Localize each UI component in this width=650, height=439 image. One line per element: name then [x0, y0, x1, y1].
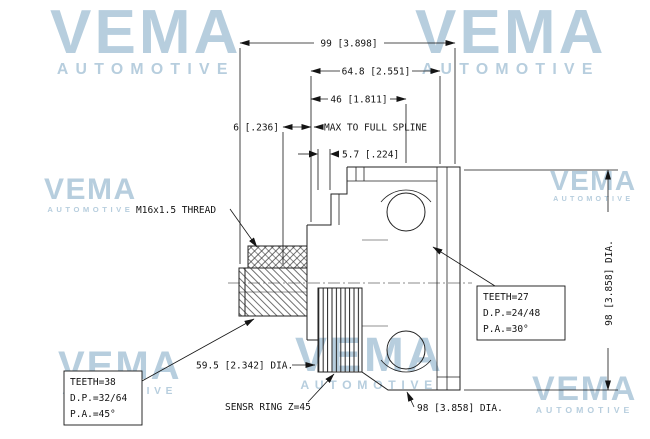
- vema-logo-text: VEMA: [44, 173, 137, 206]
- dia-595-label: 59.5 [2.342] DIA.: [196, 361, 293, 372]
- ball-upper: [386, 192, 426, 232]
- dia-right-label: 98 [3.858] DIA.: [604, 240, 615, 326]
- inner-callout-leader: [141, 318, 255, 382]
- dimension-labels: 99 [3.898] 64.8 [2.551] 46 [1.811] 6 [.2…: [136, 39, 615, 415]
- max-spline-note: MAX TO FULL SPLINE: [324, 123, 427, 134]
- ball-lower: [386, 330, 426, 370]
- dim-6-label: 6 [.236]: [233, 123, 279, 134]
- dimension-lines: [141, 40, 618, 408]
- callout-box: [476, 285, 566, 341]
- vema-watermark: VEMA AUTOMOTIVE: [415, 0, 607, 79]
- vema-logo-subtext: AUTOMOTIVE: [421, 61, 600, 79]
- inner-dp-label: D.P.=32/64: [70, 393, 127, 404]
- callout-outer-spline: TEETH=27 D.P.=24/48 P.A.=30°: [476, 285, 566, 341]
- part-geometry: [228, 166, 472, 391]
- sensor-ring: [317, 287, 363, 373]
- sensor-ring-label: SENSR RING Z=45: [225, 402, 311, 413]
- dim-648-label: 64.8 [2.551]: [342, 67, 411, 78]
- sensor-leader: [307, 373, 335, 403]
- vema-logo-subtext: AUTOMOTIVE: [56, 61, 235, 79]
- dia-bottom-label: 98 [3.858] DIA.: [417, 403, 503, 414]
- bell-housing-outline: [347, 166, 461, 391]
- thread-leader: [229, 208, 258, 248]
- inner-pa-label: P.A.=45°: [70, 409, 116, 420]
- vema-watermark: VEMA AUTOMOTIVE: [44, 173, 137, 214]
- vema-logo-subtext: AUTOMOTIVE: [47, 204, 134, 214]
- outer-teeth-label: TEETH=27: [483, 292, 529, 303]
- vema-watermark: VEMA AUTOMOTIVE: [532, 370, 638, 416]
- callout-box: [63, 370, 143, 426]
- dim-57-label: 5.7 [.224]: [342, 150, 399, 161]
- vema-logo-subtext: AUTOMOTIVE: [553, 194, 634, 203]
- outer-dp-label: D.P.=24/48: [483, 308, 540, 319]
- vema-watermark: VEMA AUTOMOTIVE: [550, 165, 637, 203]
- vema-logo-subtext: AUTOMOTIVE: [535, 405, 634, 416]
- dim-overall-label: 99 [3.898]: [320, 39, 377, 50]
- inner-teeth-label: TEETH=38: [70, 377, 116, 388]
- dim-46-label: 46 [1.811]: [330, 95, 387, 106]
- vema-logo-text: VEMA: [415, 0, 607, 67]
- vema-logo-text: VEMA: [550, 165, 637, 196]
- vema-logo-text: VEMA: [532, 370, 638, 408]
- thread-label: M16x1.5 THREAD: [136, 205, 216, 216]
- callout-inner-spline: TEETH=38 D.P.=32/64 P.A.=45°: [63, 370, 143, 426]
- dia-bottom-leader: [406, 391, 415, 408]
- outer-pa-label: P.A.=30°: [483, 324, 529, 335]
- vema-logo-text: VEMA: [50, 0, 242, 67]
- vema-watermark: VEMA AUTOMOTIVE: [50, 0, 242, 79]
- outer-callout-leader: [432, 246, 496, 287]
